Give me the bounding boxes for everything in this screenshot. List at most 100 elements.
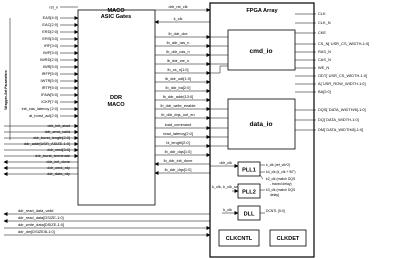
- read-signal-label: ddr_read_data_valid: [18, 208, 53, 213]
- bus-signal-label: bl_length[2:0]: [166, 140, 189, 145]
- cmd-in-signal-group: ddr_init_start ddr_cmd_valid ddr_burst_l…: [24, 123, 71, 176]
- bus-signal-label: lb_ddr_dqs_out_en: [161, 112, 194, 117]
- right-signal-label: ODT[`USR_CS_WIDTH-1:0]: [318, 73, 367, 78]
- fpga-internal-routing: [210, 36, 228, 147]
- param-signal-lines: [60, 16, 79, 118]
- cmd-in-signal-label: ddr_cmd_rdy: [47, 165, 70, 170]
- right-signal-label: CKE: [318, 30, 326, 35]
- bus-signal-lines: [154, 20, 211, 175]
- param-bracket-label: Wrapper-Set Parameters: [4, 70, 8, 110]
- param-signal-label: IWTR[5:0]: [40, 78, 58, 83]
- right-signal-label: BA[2:0]: [318, 89, 331, 94]
- bus-signal-label: lb_ddr_ras_n: [167, 40, 190, 45]
- right-signal-label: CAS_N: [318, 57, 331, 62]
- maco-title: MACO: [107, 8, 125, 14]
- read-signal-label: ddr_dm[DSIZE/8-1:0]: [18, 229, 55, 234]
- param-signal-label: ERS[3:0]: [42, 36, 58, 41]
- pll1-block: [237, 161, 261, 177]
- clkdet-label: CLKDET: [277, 236, 300, 242]
- bus-signal-label: lb_ddr_cke: [168, 31, 187, 36]
- bus-signal-group: k_clk lb_ddr_cke lb_ddr_ras_n lb_ddr_cas…: [160, 16, 195, 172]
- bus-signal-label: lb_ddr_we_n: [167, 58, 189, 63]
- pll1-output-label: - traced delay): [270, 182, 292, 186]
- bus-signal-label: lb_ddr_odt[1:0]: [165, 76, 191, 81]
- rst-n-top-label: rst_n: [49, 5, 58, 10]
- ddr-maco-label: MACO: [107, 102, 125, 108]
- right-signal-lines: [295, 13, 316, 131]
- ddr-rst-clk-label: ddr_rst_clk: [168, 4, 187, 9]
- right-signal-label: A[`USR_ROW_WIDTH-1:0]: [318, 81, 366, 86]
- clkcntl-block: [218, 229, 260, 247]
- cmd-io-block: [227, 29, 296, 71]
- cmd-in-signal-lines: [3, 124, 79, 176]
- maco-subtitle: ASIC Gates: [101, 14, 131, 20]
- dll-output-label: DCNTL [5:0]: [266, 209, 285, 213]
- bus-signal-label: lb_ddr_init_done: [164, 158, 193, 163]
- right-signal-label: CLK: [318, 11, 326, 16]
- pll2-output-label: k3_clk (match DQS: [266, 188, 296, 192]
- pll2-label: PLL2: [242, 190, 256, 196]
- bus-signal-label: lb_ddr_ba[2:0]: [166, 85, 191, 90]
- clkcntl-label: CLKCNTL: [226, 236, 253, 242]
- right-signal-group: CLK CLK_N CKE CS_N[`USR_CS_WIDTH-1:0] RA…: [318, 11, 369, 132]
- cmd-in-signal-label: ddr_addr[USR_ASIZE-1:0]: [24, 141, 70, 146]
- read-signal-lines: [3, 212, 211, 237]
- cmd-in-signal-label: ddr_burst_terminate: [35, 153, 70, 158]
- param-signal-label: init_cas_latency [2:0]: [22, 106, 58, 111]
- read-signal-group: ddr_read_data_valid ddr_read_data[DSIZE-…: [18, 208, 64, 234]
- bus-signal-label: lb_ddr_dqs[1:0]: [165, 149, 192, 154]
- pll1-output-label: k_clk (ref_clk*2): [266, 163, 290, 167]
- bus-signal-label: lb_ddr_dqs[1:0]: [165, 167, 192, 172]
- right-signal-label: DM[`DATA_WIDTH/8]-1:0]: [318, 127, 363, 132]
- data-io-label: data_io: [249, 121, 272, 128]
- param-signal-label: IWP[3:0]: [43, 50, 58, 55]
- right-signal-label: CLK_N: [318, 20, 331, 25]
- bus-signal-label: load_command: [165, 122, 192, 127]
- param-signal-label: IRF[3:0]: [44, 43, 58, 48]
- param-signal-label: IFAW[5:0]: [41, 92, 58, 97]
- param-signal-group: EAS[4:0] EAC[2:0] ERD[2:0] ERS[3:0] IRF[…: [22, 15, 58, 118]
- bus-signal-label: k_clk: [174, 16, 183, 21]
- right-signal-label: DQ[`DATA_WIDTH-1:0]: [318, 117, 359, 122]
- pll1-input-label: ddr_clk: [219, 160, 232, 165]
- clkdet-block: [269, 229, 307, 247]
- param-signal-label: EAC[2:0]: [42, 22, 58, 27]
- bus-signal-label: lb_cs_n[1:0]: [168, 67, 189, 72]
- param-signal-label: ICKP[7:0]: [41, 99, 58, 104]
- read-signal-label: ddr_read_data[DSIZE-1:0]: [18, 215, 64, 220]
- right-signal-label: DQS[`DATA_WIDTH/8]-1:0]: [318, 107, 366, 112]
- right-signal-label: CS_N[`USR_CS_WIDTH-1:0]: [318, 41, 369, 46]
- bus-signal-label: lb_ddr_cas_n: [166, 49, 189, 54]
- pll2-output-label: delay): [270, 193, 279, 197]
- dll-label: DLL: [244, 212, 255, 218]
- data-io-block: [227, 98, 296, 150]
- right-signal-label: WE_N: [318, 65, 329, 70]
- param-signal-label: EAS[4:0]: [43, 15, 58, 20]
- cmd-in-signal-label: ddr_cmd[3:0]: [47, 147, 70, 152]
- cmd-in-signal-label: ddr_init_done: [46, 159, 70, 164]
- pll1-label: PLL1: [242, 168, 256, 174]
- param-signal-label: at_burst_act[2:0]: [29, 113, 58, 118]
- dll-input-label: k_clk: [223, 207, 232, 212]
- param-signal-label: IWRD[2:0]: [40, 57, 58, 62]
- pll1-output-label: k2_clk (match DQS: [266, 177, 296, 181]
- pll1-output-label: k4_clk (k_clk + 90°): [266, 170, 296, 174]
- param-signal-label: IWR[5:0]: [43, 64, 58, 69]
- ddr-label: DDR: [110, 95, 122, 101]
- cmd-in-signal-label: ddr_data_rdy: [47, 171, 70, 176]
- param-signal-label: ERD[2:0]: [42, 29, 58, 34]
- cmd-io-label: cmd_io: [249, 48, 272, 55]
- right-signal-label: RAS_N: [318, 49, 331, 54]
- pll1-output-lines: [259, 164, 265, 180]
- fpga-title: FPGA Array: [246, 8, 278, 14]
- bus-signal-label: lb_ddr_write_enable: [160, 103, 195, 108]
- bus-signal-label: read_latency[2:0]: [163, 131, 193, 136]
- bus-signal-label: lb_ddr_addr[13:0]: [163, 94, 194, 99]
- cmd-in-signal-label: ddr_cmd_valid: [45, 129, 70, 134]
- pll2-input-label: k_clk, k_clk_sc: [212, 184, 238, 189]
- param-signal-label: IRFP[5:0]: [42, 71, 58, 76]
- cmd-in-signal-label: ddr_init_start: [48, 123, 71, 128]
- read-signal-label: ddr_write_data[DSIZE-1:0]: [18, 222, 64, 227]
- cmd-in-signal-label: ddr_burst_length[2:0]: [33, 135, 70, 140]
